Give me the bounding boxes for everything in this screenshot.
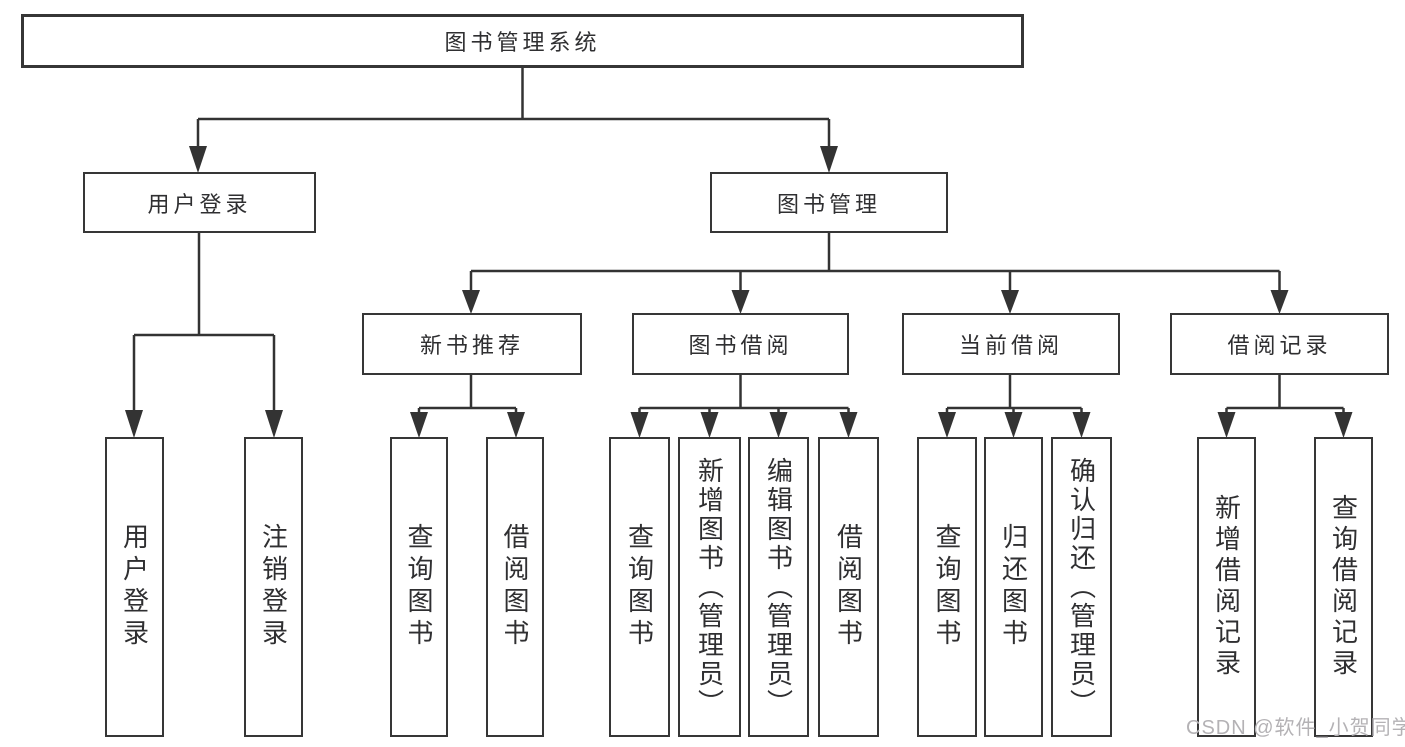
leaf-borrow-books-recommend-label: 借阅图书 bbox=[500, 523, 530, 651]
leaf-query-borrow-record-label: 查询借阅记录 bbox=[1328, 494, 1359, 680]
leaf-add-books-admin-label: 新增图书（管理员） bbox=[694, 456, 725, 718]
leaf-edit-books-admin-label: 编辑图书（管理员） bbox=[763, 456, 794, 718]
leaf-add-books-admin: 新增图书（管理员） bbox=[678, 437, 741, 737]
leaf-borrow-books-label: 借阅图书 bbox=[833, 523, 864, 651]
leaf-logout-label: 注销登录 bbox=[258, 523, 289, 651]
node-new-book-recommend-label: 新书推荐 bbox=[419, 333, 524, 358]
leaf-edit-books-admin: 编辑图书（管理员） bbox=[748, 437, 809, 737]
node-root-library-system: 图书管理系统 bbox=[21, 14, 1024, 68]
leaf-add-borrow-record-label: 新增借阅记录 bbox=[1211, 494, 1242, 680]
leaf-user-login-label: 用户登录 bbox=[119, 523, 150, 651]
node-book-management: 图书管理 bbox=[710, 172, 948, 233]
leaf-query-books-current: 查询图书 bbox=[917, 437, 977, 737]
leaf-confirm-return-admin-label: 确认归还（管理员） bbox=[1066, 456, 1097, 718]
leaf-query-borrow-record: 查询借阅记录 bbox=[1314, 437, 1373, 737]
leaf-user-login: 用户登录 bbox=[105, 437, 164, 737]
leaf-confirm-return-admin: 确认归还（管理员） bbox=[1051, 437, 1112, 737]
leaf-return-books-label: 归还图书 bbox=[998, 523, 1029, 651]
node-current-borrow: 当前借阅 bbox=[902, 313, 1120, 375]
csdn-watermark: CSDN @软件_小贺同学 bbox=[1186, 717, 1405, 739]
node-current-borrow-label: 当前借阅 bbox=[958, 333, 1063, 358]
node-book-management-label: 图书管理 bbox=[776, 191, 881, 217]
node-borrow-records-label: 借阅记录 bbox=[1227, 333, 1332, 358]
node-borrow-records: 借阅记录 bbox=[1170, 313, 1389, 375]
leaf-logout: 注销登录 bbox=[244, 437, 303, 737]
node-root-label: 图书管理系统 bbox=[444, 30, 601, 55]
node-new-book-recommend: 新书推荐 bbox=[362, 313, 582, 375]
leaf-query-books-recommend: 查询图书 bbox=[390, 437, 448, 737]
leaf-return-books: 归还图书 bbox=[984, 437, 1043, 737]
leaf-query-books-recommend-label: 查询图书 bbox=[404, 523, 434, 651]
leaf-query-books-borrow-label: 查询图书 bbox=[624, 523, 655, 651]
node-user-login-label: 用户登录 bbox=[147, 191, 252, 217]
leaf-borrow-books-recommend: 借阅图书 bbox=[486, 437, 544, 737]
node-book-borrow-label: 图书借阅 bbox=[688, 333, 793, 358]
node-user-login: 用户登录 bbox=[83, 172, 316, 233]
leaf-query-books-current-label: 查询图书 bbox=[932, 523, 962, 651]
leaf-borrow-books: 借阅图书 bbox=[818, 437, 879, 737]
leaf-query-books-borrow: 查询图书 bbox=[609, 437, 670, 737]
leaf-add-borrow-record: 新增借阅记录 bbox=[1197, 437, 1256, 737]
node-book-borrow: 图书借阅 bbox=[632, 313, 849, 375]
